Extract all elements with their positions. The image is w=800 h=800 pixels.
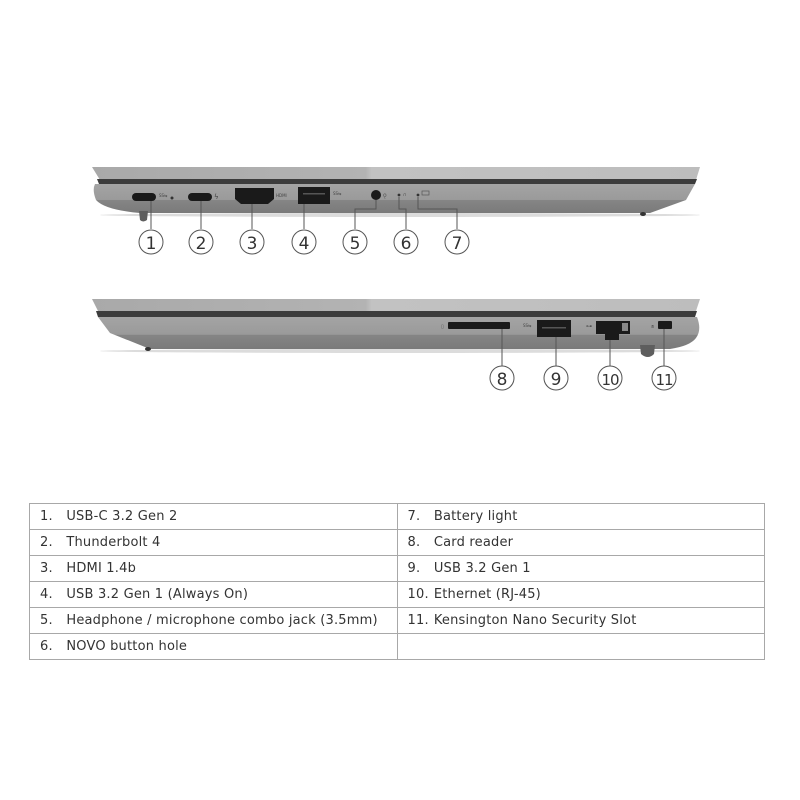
callout-11: 11 — [655, 371, 673, 389]
table-row: 2. Thunderbolt 4 8. Card reader — [29, 529, 765, 556]
laptop-left-side: SS⇆ ϟ HDMI SS⇆ ǫ ∩ — [92, 167, 700, 229]
usb-a-port-icon — [298, 187, 330, 204]
callout-1: 1 — [146, 234, 157, 254]
port-cell: 9. USB 3.2 Gen 1 — [396, 555, 765, 582]
port-cell: 5. Headphone / microphone combo jack (3.… — [29, 607, 398, 634]
callout-5: 5 — [350, 234, 361, 254]
callout-9: 9 — [551, 370, 562, 390]
port-cell: 6. NOVO button hole — [29, 633, 398, 660]
right-callouts — [489, 365, 677, 391]
svg-text:∩: ∩ — [403, 192, 407, 198]
svg-text:ϟ: ϟ — [214, 193, 219, 201]
table-row: 1. USB-C 3.2 Gen 2 7. Battery light — [29, 503, 765, 530]
table-row: 4. USB 3.2 Gen 1 (Always On) 10. Etherne… — [29, 581, 765, 608]
laptop-right-side: ▯ SS⇆ ⊶ ⦾ — [92, 299, 700, 366]
card-reader-icon — [448, 322, 510, 329]
port-cell: 4. USB 3.2 Gen 1 (Always On) — [29, 581, 398, 608]
svg-text:HDMI: HDMI — [276, 193, 287, 198]
table-row: 5. Headphone / microphone combo jack (3.… — [29, 607, 765, 634]
callout-8: 8 — [497, 370, 508, 390]
callout-2: 2 — [196, 234, 207, 254]
callout-4: 4 — [299, 234, 310, 254]
port-cell-empty — [396, 633, 765, 660]
table-row: 6. NOVO button hole — [29, 633, 765, 660]
hdmi-port-icon — [235, 188, 274, 204]
ports-table: 1. USB-C 3.2 Gen 2 7. Battery light 2. T… — [29, 503, 765, 660]
svg-text:ǫ: ǫ — [383, 192, 387, 199]
novo-hole-icon — [397, 193, 401, 197]
port-cell: 1. USB-C 3.2 Gen 2 — [29, 503, 398, 530]
svg-text:SS⇆: SS⇆ — [159, 193, 168, 198]
port-cell: 8. Card reader — [396, 529, 765, 556]
callout-3: 3 — [247, 234, 258, 254]
port-cell: 7. Battery light — [396, 503, 765, 530]
port-cell: 3. HDMI 1.4b — [29, 555, 398, 582]
left-callouts — [138, 229, 470, 255]
audio-jack-icon — [371, 190, 381, 200]
kensington-slot-icon — [658, 321, 672, 329]
port-cell: 2. Thunderbolt 4 — [29, 529, 398, 556]
svg-text:SS⇆: SS⇆ — [523, 323, 532, 328]
callout-10: 10 — [601, 371, 619, 389]
svg-text:▯: ▯ — [441, 324, 444, 330]
svg-text:⊶: ⊶ — [586, 323, 592, 330]
callout-7: 7 — [452, 234, 463, 254]
port-cell: 10. Ethernet (RJ-45) — [396, 581, 765, 608]
thunderbolt-port-icon — [188, 193, 212, 201]
laptop-ports-diagram: SS⇆ ϟ HDMI SS⇆ ǫ ∩ — [92, 167, 700, 391]
battery-light-icon — [416, 193, 420, 197]
usb-c-port-icon — [132, 193, 156, 201]
table-row: 3. HDMI 1.4b 9. USB 3.2 Gen 1 — [29, 555, 765, 582]
callout-6: 6 — [401, 234, 412, 254]
svg-text:⦾: ⦾ — [651, 324, 655, 329]
svg-text:SS⇆: SS⇆ — [333, 191, 342, 196]
port-cell: 11. Kensington Nano Security Slot — [396, 607, 765, 634]
ethernet-port-icon — [596, 321, 630, 334]
